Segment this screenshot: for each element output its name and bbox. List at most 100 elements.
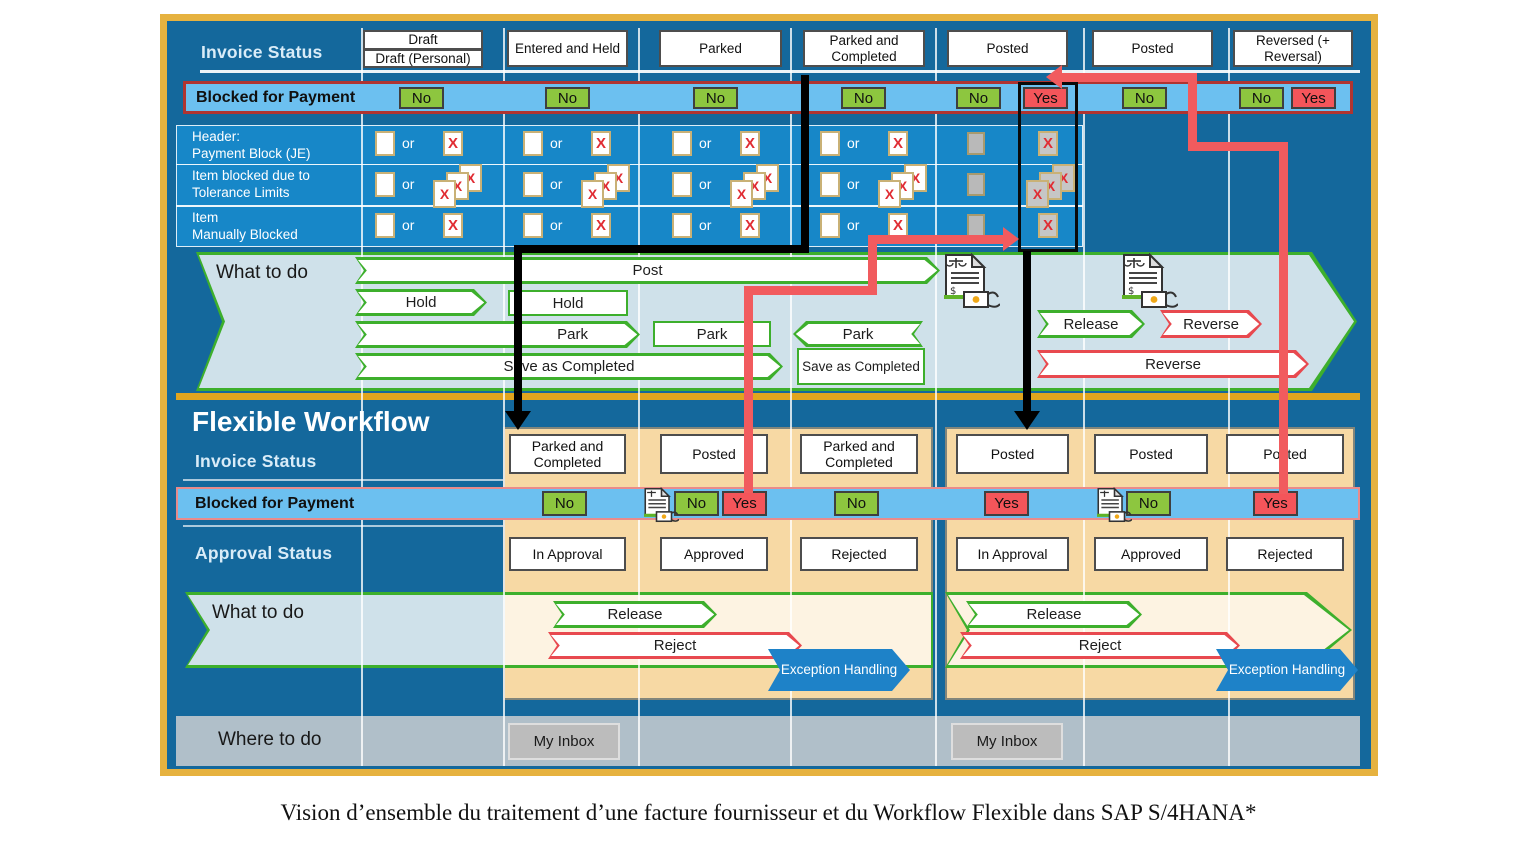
flow-arrow-park-left: Park [793,321,923,347]
row-label-line: Manually Blocked [192,226,298,242]
payment-block-checkbox-gray [967,173,985,196]
blocked-for-payment-label-flex: Blocked for Payment [195,495,355,512]
payment-block-checkbox [672,131,692,156]
red-flow-line [1279,146,1288,494]
x-mark-stack: X X X [878,164,927,208]
flex-arrow-exception-2: Exception Handling [1216,649,1358,691]
flow-arrow-label: Post [632,262,663,279]
blocked-badge: No [399,87,444,109]
approval-status-box: Rejected [800,537,918,571]
blocked-badge: No [1239,87,1284,109]
flex-separator-line [183,525,503,527]
row-label-header-block: Header: Payment Block (JE) [192,129,311,162]
blocked-badge: Yes [1023,87,1068,109]
flex-approval-status-label: Approval Status [195,543,333,563]
column-header-draft: Draft [363,30,483,50]
red-flow-line [744,290,753,493]
flow-arrow-label: Reject [653,637,697,654]
flexible-workflow-title: Flexible Workflow [192,406,430,437]
approval-status-box: In Approval [509,537,626,571]
x-mark-box: X [888,213,908,238]
payment-block-checkbox [820,213,840,238]
red-flow-line [868,235,1005,244]
svg-text:$: $ [950,286,956,297]
blocked-badge: No [693,87,738,109]
flow-arrow-label: Release [607,606,663,623]
payment-block-checkbox [523,213,543,238]
flex-arrow-reject-1: Reject [548,632,802,659]
red-flow-line [744,286,877,295]
svg-text:$: $ [1128,286,1134,297]
column-separator [503,28,505,766]
red-arrowhead-left [1046,65,1062,89]
flow-arrow-label: Reverse [1183,315,1239,333]
row-label-line: Item blocked due to [192,168,310,183]
black-arrowhead-down [505,411,531,430]
or-label: or [847,217,860,233]
flex-arrow-exception-1: Exception Handling [768,649,910,691]
column-header-parked-completed: Parked and Completed [803,30,925,67]
blocked-badge: No [545,87,590,109]
row-label-line: Item [192,210,219,225]
column-header-entered-held: Entered and Held [507,30,628,67]
x-mark-box: X [888,131,908,156]
or-label: or [402,217,415,233]
red-flow-line [1188,77,1197,151]
flex-status-box: Parked and Completed [800,434,918,474]
column-header-posted-1: Posted [947,30,1068,67]
x-mark-stack: X X X [730,164,779,208]
payment-block-checkbox [375,213,395,238]
invoice-payment-icon [1097,486,1132,523]
x-mark-box: X [581,180,604,208]
invoice-status-label: Invoice Status [201,42,323,62]
x-mark-box: X [443,213,463,238]
header-separator-line [200,70,1360,73]
payment-block-checkbox-gray [967,214,985,237]
or-label: or [402,176,415,192]
column-header-reversed: Reversed (+ Reversal) [1233,30,1353,67]
column-header-parked: Parked [659,30,782,67]
blocked-badge: No [956,87,1001,109]
or-label: or [550,217,563,233]
flow-arrow-label: Park [842,325,874,343]
red-flow-line [868,235,877,295]
flow-box-park: Park [653,321,771,347]
black-flow-line [514,245,522,412]
payment-block-checkbox [375,172,395,197]
flex-blocked-badge: Yes [1253,491,1298,516]
black-flow-line [801,75,809,253]
flex-status-box: Posted [1094,434,1208,474]
flex-separator-line [183,479,503,481]
invoice-payment-icon: $ [944,252,1000,308]
flex-arrow-release-1: Release [553,601,717,628]
row-label-line: Payment Block (JE) [192,145,311,161]
my-inbox-button: My Inbox [951,723,1063,760]
x-mark-box: X [740,131,760,156]
flow-arrow-reverse-long: Reverse [1037,350,1309,378]
red-flow-line [1193,142,1288,151]
x-mark-box: X [443,131,463,156]
x-mark-stack: X X X [581,164,630,208]
flex-blocked-badge: No [542,491,587,516]
x-mark-stack: X X X [1026,164,1075,208]
x-mark-box: X [740,213,760,238]
column-separator [1083,28,1085,766]
approval-status-box: Approved [1094,537,1208,571]
flex-blocked-badge: No [834,491,879,516]
payment-block-checkbox [375,131,395,156]
payment-block-checkbox [672,172,692,197]
my-inbox-button: My Inbox [508,723,620,760]
flow-arrow-label: Park [557,326,588,343]
flow-box-hold: Hold [508,290,628,316]
flex-status-box: Posted [956,434,1069,474]
or-label: or [847,135,860,151]
row-label-line: Header: [192,129,241,144]
payment-block-checkbox [672,213,692,238]
flex-blocked-badge: Yes [722,491,767,516]
blocked-badge: Yes [1291,87,1336,109]
flex-blocked-badge: Yes [984,491,1029,516]
or-label: or [699,217,712,233]
x-mark-box: X [1026,180,1049,208]
flow-arrow-park: Park [355,321,640,348]
